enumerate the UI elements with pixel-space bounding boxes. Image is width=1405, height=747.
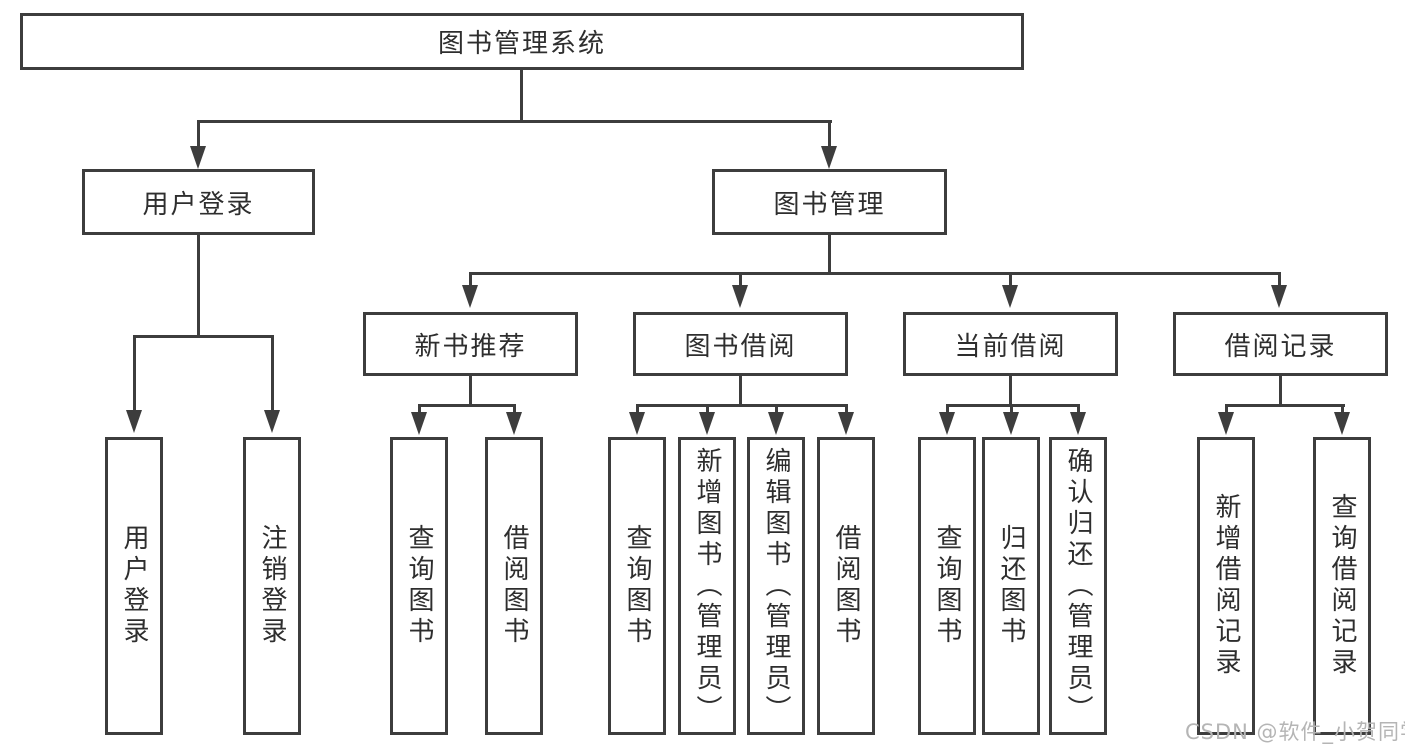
arrow-down-icon [732, 285, 748, 308]
connector-leaf-stem [1010, 404, 1013, 413]
arrow-down-icon [1003, 412, 1019, 435]
connector-leaf-stem [1341, 404, 1344, 413]
arrow-down-icon [1070, 412, 1086, 435]
leaf-cb-confirm-return-admin: 确认归还（管理员） [1049, 437, 1107, 735]
arrow-down-icon [629, 412, 645, 435]
connector-user-login-rail [133, 335, 274, 338]
connector-borrow-records-drop [1279, 375, 1282, 407]
leaf-logout: 注销登录 [243, 437, 301, 735]
connector-book-borrow-drop [739, 375, 742, 407]
leaf-br-add-record: 新增借阅记录 [1197, 437, 1255, 735]
leaf-bb-add-book-admin: 新增图书（管理员） [678, 437, 736, 735]
node-book-mgmt: 图书管理 [712, 169, 947, 235]
leaf-cb-return-book: 归还图书 [982, 437, 1040, 735]
arrow-down-icon [821, 146, 837, 169]
leaf-nb-query-book: 查询图书 [390, 437, 448, 735]
connector-leaf-stem [636, 404, 639, 413]
connector-new-book-drop [469, 375, 472, 407]
connector-leaf-stem [513, 404, 516, 413]
connector-borrow-records-rail [1225, 404, 1345, 407]
node-user-login: 用户登录 [82, 169, 315, 235]
leaf-bb-borrow-book: 借阅图书 [817, 437, 875, 735]
connector-level2-rail [197, 120, 832, 123]
connector-leaf-stem [775, 404, 778, 413]
node-borrow-records: 借阅记录 [1173, 312, 1388, 376]
connector-leaf-stem [845, 404, 848, 413]
arrow-down-icon [506, 412, 522, 435]
arrow-down-icon [411, 412, 427, 435]
connector-user-login-drop [197, 234, 200, 338]
arrow-down-icon [462, 285, 478, 308]
leaf-bb-edit-book-admin: 编辑图书（管理员） [747, 437, 805, 735]
arrow-down-icon [1002, 285, 1018, 308]
connector-book-mgmt-stem [828, 120, 831, 147]
connector-root-drop [520, 69, 523, 123]
connector-leaf-stem [946, 404, 949, 413]
connector-new-book-stem [469, 272, 472, 286]
connector-book-borrow-stem [739, 272, 742, 286]
arrow-down-icon [126, 410, 142, 433]
connector-new-book-rail [418, 404, 516, 407]
node-current-borrow: 当前借阅 [903, 312, 1118, 376]
arrow-down-icon [699, 412, 715, 435]
connector-logout-stem [271, 335, 274, 411]
leaf-nb-borrow-book: 借阅图书 [485, 437, 543, 735]
connector-current-borrow-drop [1009, 375, 1012, 407]
arrow-down-icon [1334, 412, 1350, 435]
arrow-down-icon [939, 412, 955, 435]
connector-book-mgmt-drop [828, 234, 831, 275]
connector-login-stem [133, 335, 136, 411]
connector-book-borrow-rail [636, 404, 847, 407]
node-library-system: 图书管理系统 [20, 13, 1024, 70]
connector-current-borrow-stem [1009, 272, 1012, 286]
arrow-down-icon [1271, 285, 1287, 308]
arrow-down-icon [264, 410, 280, 433]
arrow-down-icon [768, 412, 784, 435]
connector-leaf-stem [1225, 404, 1228, 413]
connector-leaf-stem [1077, 404, 1080, 413]
connector-current-borrow-rail [946, 404, 1080, 407]
leaf-cb-query-book: 查询图书 [918, 437, 976, 735]
watermark-text: CSDN @软件_小贺同学 [1185, 720, 1405, 744]
arrow-down-icon [838, 412, 854, 435]
leaf-user-login: 用户登录 [105, 437, 163, 735]
connector-user-login-stem [197, 120, 200, 147]
connector-borrow-records-stem [1278, 272, 1281, 286]
connector-level3-rail [469, 272, 1281, 275]
leaf-br-query-record: 查询借阅记录 [1313, 437, 1371, 735]
node-book-borrow: 图书借阅 [633, 312, 848, 376]
arrow-down-icon [190, 146, 206, 169]
leaf-bb-query-book: 查询图书 [608, 437, 666, 735]
connector-leaf-stem [418, 404, 421, 413]
node-new-book-rec: 新书推荐 [363, 312, 578, 376]
connector-leaf-stem [706, 404, 709, 413]
arrow-down-icon [1218, 412, 1234, 435]
